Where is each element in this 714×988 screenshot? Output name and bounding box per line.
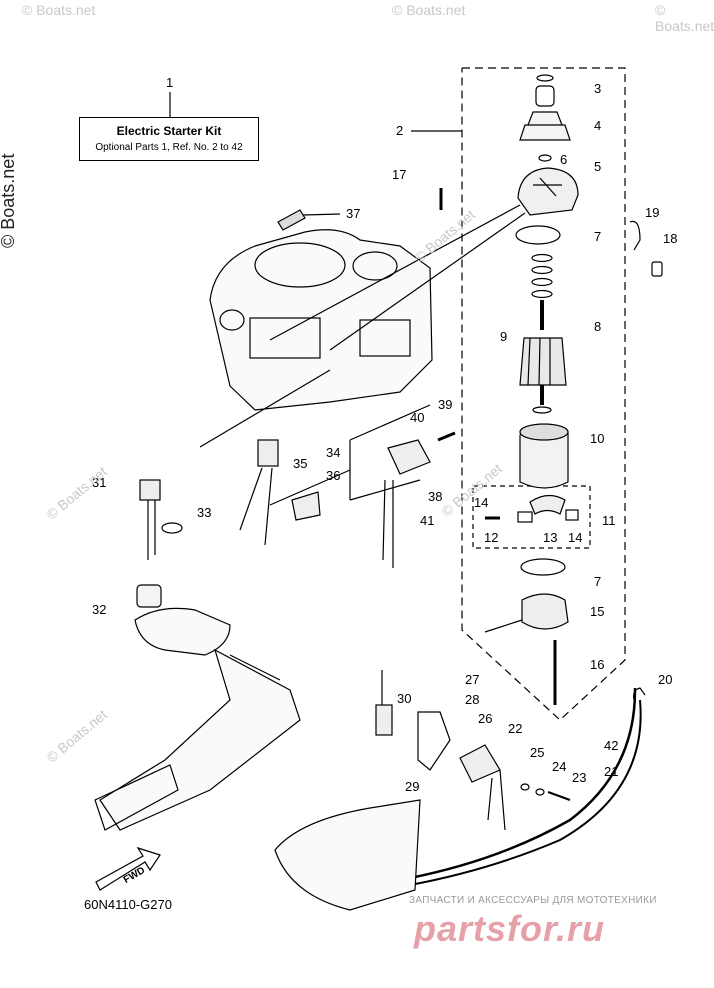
callout-7: 7	[594, 229, 602, 244]
engine-block-part	[209, 229, 433, 411]
callout-15: 15	[590, 604, 605, 619]
callout-35: 35	[293, 456, 308, 471]
callout-23: 23	[572, 770, 587, 785]
kit-subtitle: Optional Parts 1, Ref. No. 2 to 42	[95, 142, 243, 153]
callout-14b: 14	[568, 530, 583, 545]
callout-38: 38	[428, 489, 443, 504]
snap-ring-part	[536, 74, 554, 82]
callout-25: 25	[530, 745, 545, 760]
kit-title: Electric Starter Kit	[116, 124, 222, 138]
callout-4: 4	[594, 118, 602, 133]
starter-assembly-outline	[461, 67, 626, 721]
callout-18: 18	[663, 231, 678, 246]
callout-21: 21	[604, 764, 619, 779]
bottom-cowling-part	[274, 799, 421, 911]
fwd-arrow-icon	[95, 846, 161, 891]
callout-40: 40	[410, 410, 425, 425]
callout-5: 5	[594, 159, 602, 174]
callout-26: 26	[478, 711, 493, 726]
starter-relay-part	[459, 744, 501, 783]
callout-6: 6	[560, 152, 568, 167]
callout-13: 13	[543, 530, 558, 545]
callout-24: 24	[552, 759, 567, 774]
watermark-main: © Boats.net	[0, 153, 18, 248]
promo-text: ЗАПЧАСТИ И АКСЕССУАРЫ ДЛЯ МОТОТЕХНИКИ	[409, 895, 657, 906]
o-ring-part	[515, 225, 561, 245]
callout-28: 28	[465, 692, 480, 707]
armature-part	[519, 337, 567, 386]
callout-1: 1	[166, 75, 174, 90]
callout-32: 32	[92, 602, 107, 617]
callout-41: 41	[420, 513, 435, 528]
callout-36: 36	[326, 468, 341, 483]
callout-14a: 14	[474, 495, 489, 510]
diagram-code: 60N4110-G270	[84, 897, 172, 912]
callout-7-lower: 7	[594, 574, 602, 589]
callout-31: 31	[92, 475, 107, 490]
callout-37: 37	[346, 206, 361, 221]
watermark-faint: © Boats.net	[22, 2, 96, 18]
callout-10: 10	[590, 431, 605, 446]
callout-16: 16	[590, 657, 605, 672]
callout-11: 11	[602, 513, 616, 528]
kit-info-box: Electric Starter Kit Optional Parts 1, R…	[79, 117, 259, 161]
watermark-faint: © Boats.net	[392, 2, 466, 18]
callout-20: 20	[658, 672, 673, 687]
callout-22: 22	[508, 721, 523, 736]
callout-17: 17	[392, 167, 407, 182]
battery-cable-part	[409, 687, 637, 880]
brush-holder-part	[529, 494, 566, 515]
brand-logo: partsfor.ru	[414, 908, 606, 949]
callout-30: 30	[397, 691, 412, 706]
callout-33: 33	[197, 505, 212, 520]
callout-8: 8	[594, 319, 602, 334]
callout-9: 9	[500, 329, 508, 344]
callout-29: 29	[405, 779, 420, 794]
callout-3: 3	[594, 81, 602, 96]
callout-27: 27	[465, 672, 480, 687]
lower-bracket-part	[521, 593, 569, 630]
callout-39: 39	[438, 397, 453, 412]
pinion-stopper-part	[535, 85, 555, 107]
callout-12: 12	[484, 530, 499, 545]
steering-handle-part	[134, 607, 231, 656]
callout-34: 34	[326, 445, 341, 460]
watermark-faint: © Boats.net	[655, 2, 714, 34]
callout-2: 2	[396, 123, 404, 138]
callout-19: 19	[645, 205, 660, 220]
callout-42: 42	[604, 738, 619, 753]
regulator-part	[387, 439, 431, 475]
upper-bracket-part	[517, 167, 579, 216]
drive-pinion-part	[519, 111, 571, 141]
